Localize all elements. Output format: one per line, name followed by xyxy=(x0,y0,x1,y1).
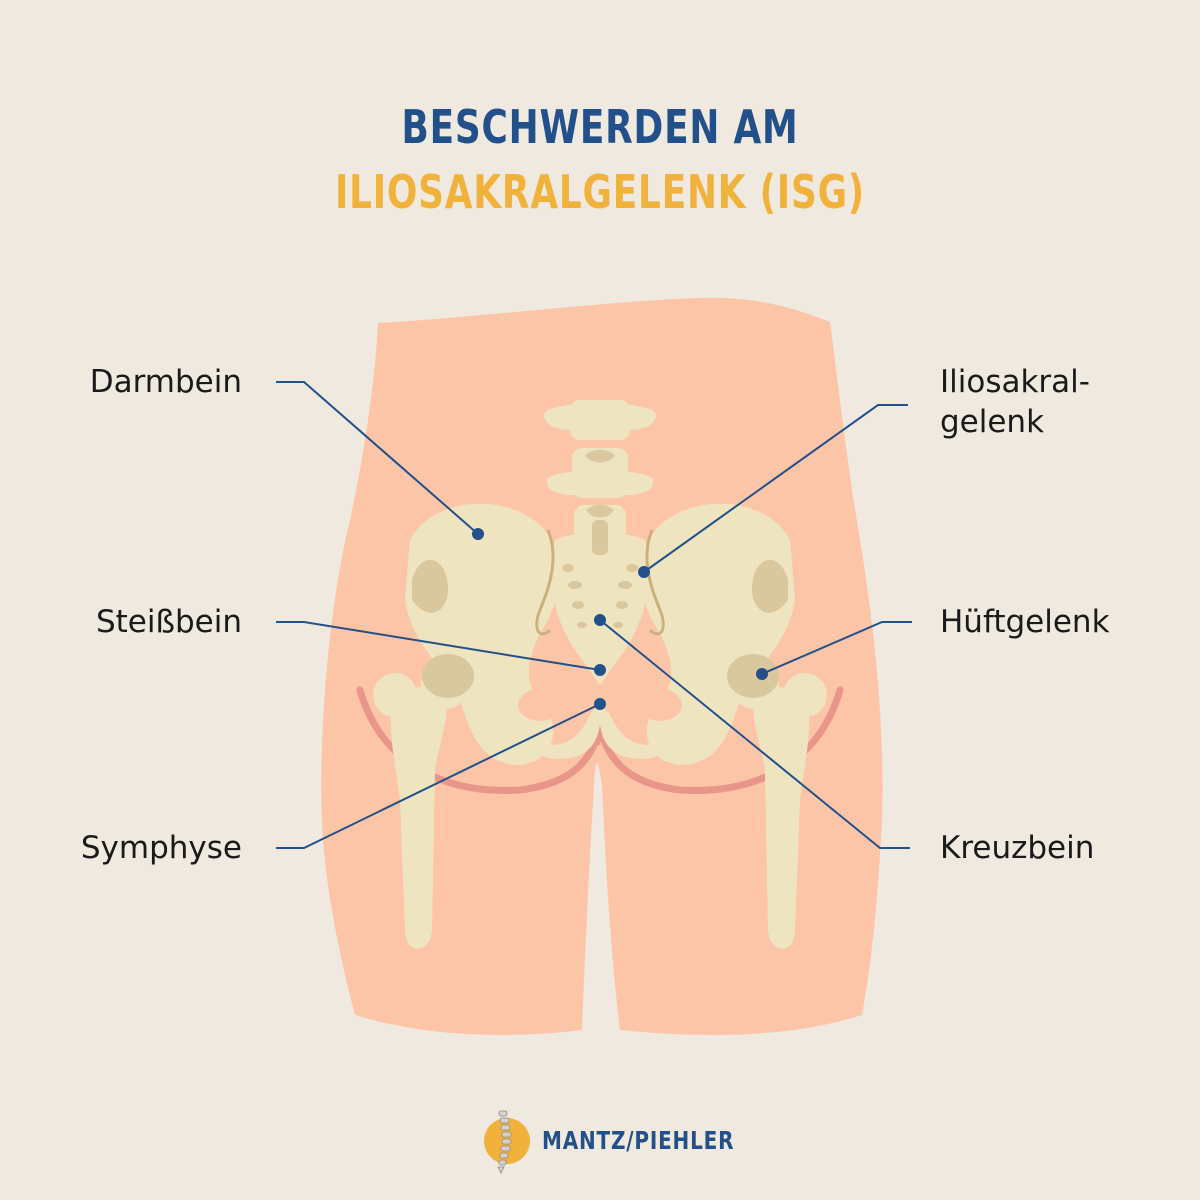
label-kreuzbein: Kreuzbein xyxy=(940,830,1095,866)
ilium-right-shade xyxy=(751,559,788,613)
sacroiliac-joint-left xyxy=(535,529,555,636)
buttock-fold-left xyxy=(356,686,600,794)
sacrum xyxy=(551,532,649,685)
marker-kreuzbein xyxy=(594,614,606,626)
acetabulum-right xyxy=(727,654,779,698)
ilium-left-shade xyxy=(412,559,449,613)
pubic-arch xyxy=(490,690,710,759)
marker-steissbein xyxy=(594,664,606,676)
label-steissbein: Steißbein xyxy=(95,604,242,640)
marker-dots xyxy=(472,528,768,710)
label-symphyse: Symphyse xyxy=(80,830,242,866)
leader-darmbein xyxy=(276,381,479,535)
marker-darmbein xyxy=(472,528,484,540)
label-iliosakralgelenk-line1: Iliosakral- xyxy=(940,364,1090,400)
marker-hueftgelenk xyxy=(756,668,768,680)
label-hueftgelenk: Hüftgelenk xyxy=(940,604,1110,640)
marker-symphyse xyxy=(594,698,606,710)
label-iliosakralgelenk: Iliosakral- gelenk xyxy=(940,362,1090,442)
sacral-foramina xyxy=(562,564,638,628)
logo: MANTZ/PIEHLER xyxy=(484,1105,782,1175)
label-iliosakralgelenk-line2: gelenk xyxy=(940,404,1045,440)
obturator-right xyxy=(638,689,682,721)
leader-iliosakralgelenk xyxy=(643,404,908,573)
sacroiliac-joint-right xyxy=(645,529,665,636)
label-darmbein: Darmbein xyxy=(89,364,242,400)
leader-steissbein xyxy=(276,621,601,671)
leader-symphyse xyxy=(276,703,601,849)
leader-lines xyxy=(276,381,912,849)
lumbar-spine xyxy=(544,400,656,555)
logo-text: MANTZ/PIEHLER xyxy=(542,1125,735,1155)
leader-hueftgelenk xyxy=(761,621,912,675)
spine-icon xyxy=(484,1110,530,1174)
marker-iliosakralgelenk xyxy=(638,566,650,578)
title-line-2: ILIOSAKRALGELENK (ISG) xyxy=(334,165,865,219)
obturator-left xyxy=(518,689,562,721)
acetabulum-left xyxy=(422,654,474,698)
title-line-1: BESCHWERDEN AM xyxy=(401,100,799,154)
buttock-fold-right xyxy=(600,686,844,794)
leader-kreuzbein xyxy=(599,619,910,849)
